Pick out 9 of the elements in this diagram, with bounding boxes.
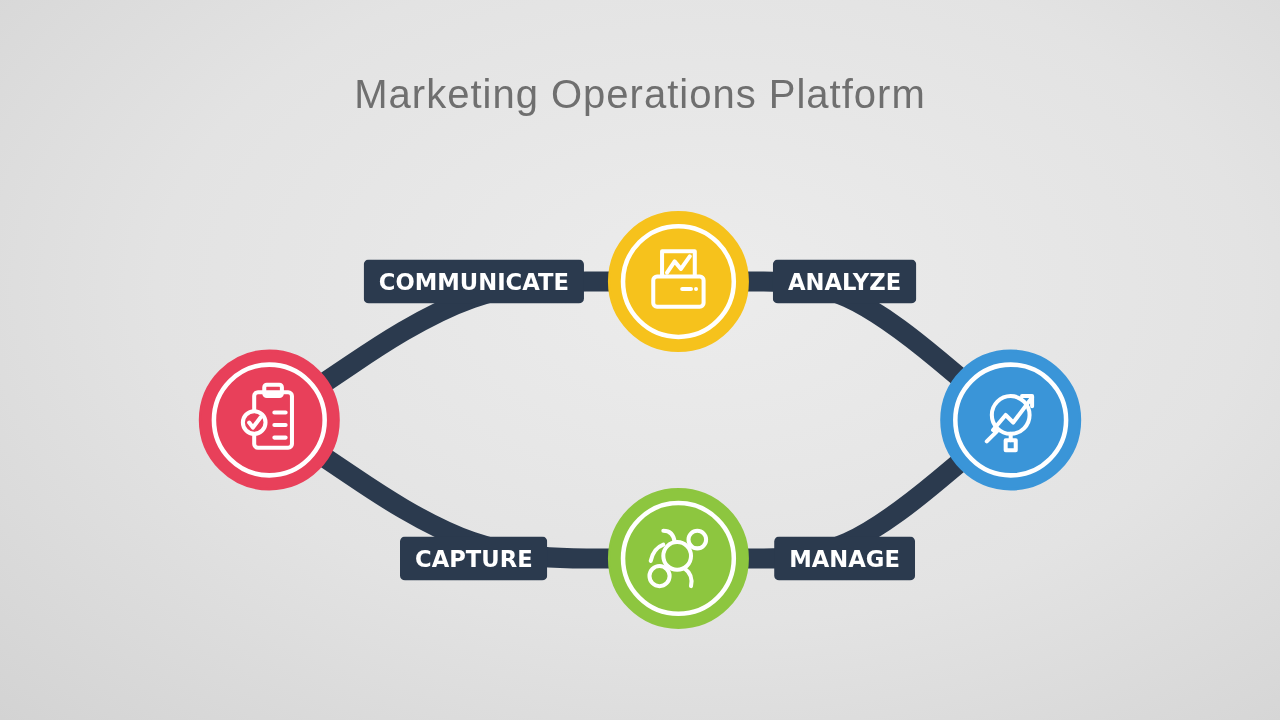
- edge-label: MANAGE: [774, 536, 915, 581]
- edge-label: CAPTURE: [400, 536, 548, 581]
- step-circle: [607, 211, 749, 353]
- edge-label: ANALYZE: [772, 259, 917, 304]
- step-circle: [198, 349, 340, 491]
- diagram-title: Marketing Operations Platform: [354, 72, 926, 117]
- edge-label: COMMUNICATE: [363, 259, 584, 304]
- step-circle: [607, 487, 749, 629]
- step-circle: [940, 349, 1082, 491]
